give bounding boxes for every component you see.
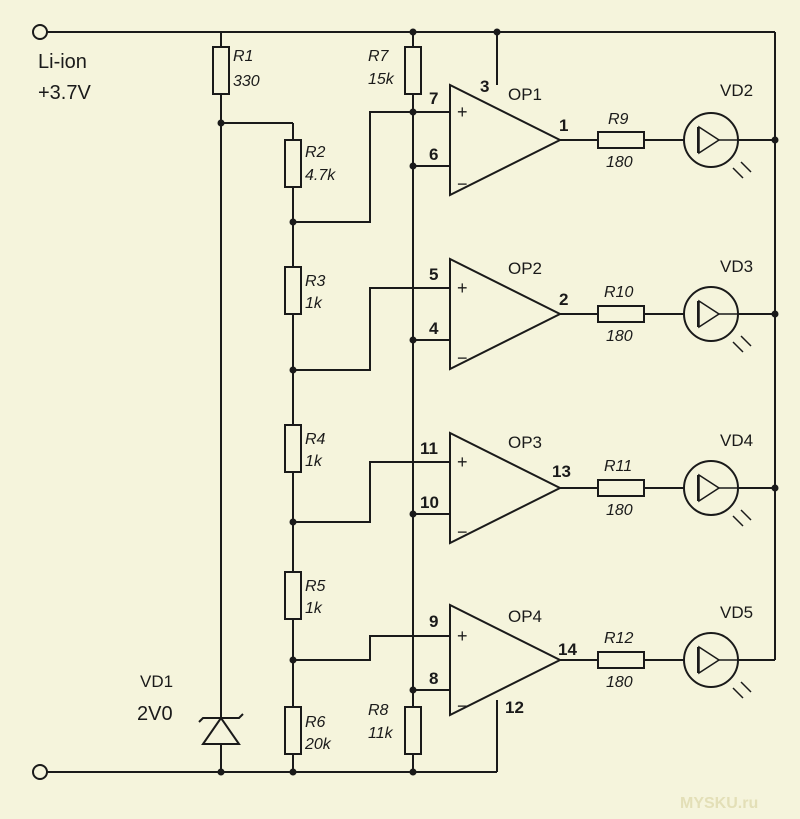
opamp-input-signs: + − + − + − + − xyxy=(457,102,468,716)
r1-body xyxy=(212,46,230,95)
output-wires xyxy=(560,139,775,661)
r11-body xyxy=(597,479,645,497)
r9-value: 180 xyxy=(606,154,633,171)
ground-terminal xyxy=(32,764,48,780)
op4-minus-pin: 8 xyxy=(429,669,438,688)
r11-value: 180 xyxy=(606,502,633,519)
r10-label: R10 xyxy=(604,284,633,301)
r12-body xyxy=(597,651,645,669)
r2-value: 4.7k xyxy=(305,167,336,184)
vd1-value: 2V0 xyxy=(137,703,173,725)
positive-terminal xyxy=(32,24,48,40)
r9-body xyxy=(597,131,645,149)
r9-label: R9 xyxy=(608,111,629,128)
op1-minus-sign: − xyxy=(457,174,468,194)
r4-body xyxy=(284,424,302,473)
op3-plus-pin: 11 xyxy=(420,439,438,458)
op2-minus-sign: − xyxy=(457,348,468,368)
op4-minus-sign: − xyxy=(457,696,468,716)
op2-plus-sign: + xyxy=(457,278,468,298)
op4-plus-sign: + xyxy=(457,626,468,646)
op1-plus-pin: 7 xyxy=(429,89,438,108)
minus-input-wires xyxy=(413,165,450,691)
vd2-label: VD2 xyxy=(720,81,753,100)
op1-triangle xyxy=(449,83,563,197)
r10-value: 180 xyxy=(606,328,633,345)
battery-voltage: +3.7V xyxy=(38,82,91,104)
led-vd3-symbol xyxy=(683,286,752,353)
r3-body xyxy=(284,266,302,315)
op2-label: OP2 xyxy=(508,259,542,278)
r7-value: 15k xyxy=(368,71,395,88)
led-vd2-symbol xyxy=(683,112,752,179)
ground-rail xyxy=(47,700,498,773)
op2-minus-pin: 4 xyxy=(429,319,439,338)
r12-label: R12 xyxy=(604,630,633,647)
r7-body xyxy=(404,46,422,95)
zener-diode-symbol xyxy=(198,713,244,745)
r6-value: 20k xyxy=(304,736,332,753)
op4-plus-pin: 9 xyxy=(429,612,438,631)
op1-label: OP1 xyxy=(508,85,542,104)
op4-out-pin: 14 xyxy=(558,640,577,659)
r7-r8-branch xyxy=(412,32,498,772)
op4-triangle xyxy=(449,603,563,717)
r2-label: R2 xyxy=(305,144,326,161)
op3-minus-pin: 10 xyxy=(420,493,439,512)
r6-body xyxy=(284,706,302,755)
r11-label: R11 xyxy=(604,458,632,475)
vd3-label: VD3 xyxy=(720,257,753,276)
op3-minus-sign: − xyxy=(457,522,468,542)
r2-body xyxy=(284,139,302,188)
r3-label: R3 xyxy=(305,273,326,290)
r3-value: 1k xyxy=(305,295,323,312)
r8-value: 11k xyxy=(368,725,394,742)
op1-minus-pin: 6 xyxy=(429,145,438,164)
r10-body xyxy=(597,305,645,323)
op4-label: OP4 xyxy=(508,607,542,626)
r8-body xyxy=(404,706,422,755)
junction-dots xyxy=(217,28,779,776)
r12-value: 180 xyxy=(606,674,633,691)
op4-gnd-pin: 12 xyxy=(505,698,524,717)
r5-value: 1k xyxy=(305,600,323,617)
vd5-label: VD5 xyxy=(720,603,753,622)
r6-label: R6 xyxy=(305,714,326,731)
battery-name: Li-ion xyxy=(38,51,87,73)
r5-label: R5 xyxy=(305,578,326,595)
led-vd4-symbol xyxy=(683,460,752,527)
r4-label: R4 xyxy=(305,431,326,448)
op1-plus-sign: + xyxy=(457,102,468,122)
r5-body xyxy=(284,571,302,620)
positive-rail xyxy=(47,31,776,660)
op3-plus-sign: + xyxy=(457,452,468,472)
op1-out-pin: 1 xyxy=(559,116,568,135)
op2-triangle xyxy=(449,257,563,371)
r1-value: 330 xyxy=(233,73,260,90)
r1-vd1-branch xyxy=(220,32,294,772)
led-vd5-symbol xyxy=(683,632,752,699)
op1-pwr-pin: 3 xyxy=(480,77,489,96)
op2-out-pin: 2 xyxy=(559,290,568,309)
op2-plus-pin: 5 xyxy=(429,265,438,284)
r1-label: R1 xyxy=(233,48,253,65)
r4-value: 1k xyxy=(305,453,323,470)
op3-out-pin: 13 xyxy=(552,462,571,481)
vd1-label: VD1 xyxy=(140,672,173,691)
op3-triangle xyxy=(449,431,563,545)
vd4-label: VD4 xyxy=(720,431,753,450)
r8-label: R8 xyxy=(368,702,389,719)
r7-label: R7 xyxy=(368,48,390,65)
watermark: MYSKU.ru xyxy=(680,795,758,812)
op3-label: OP3 xyxy=(508,433,542,452)
